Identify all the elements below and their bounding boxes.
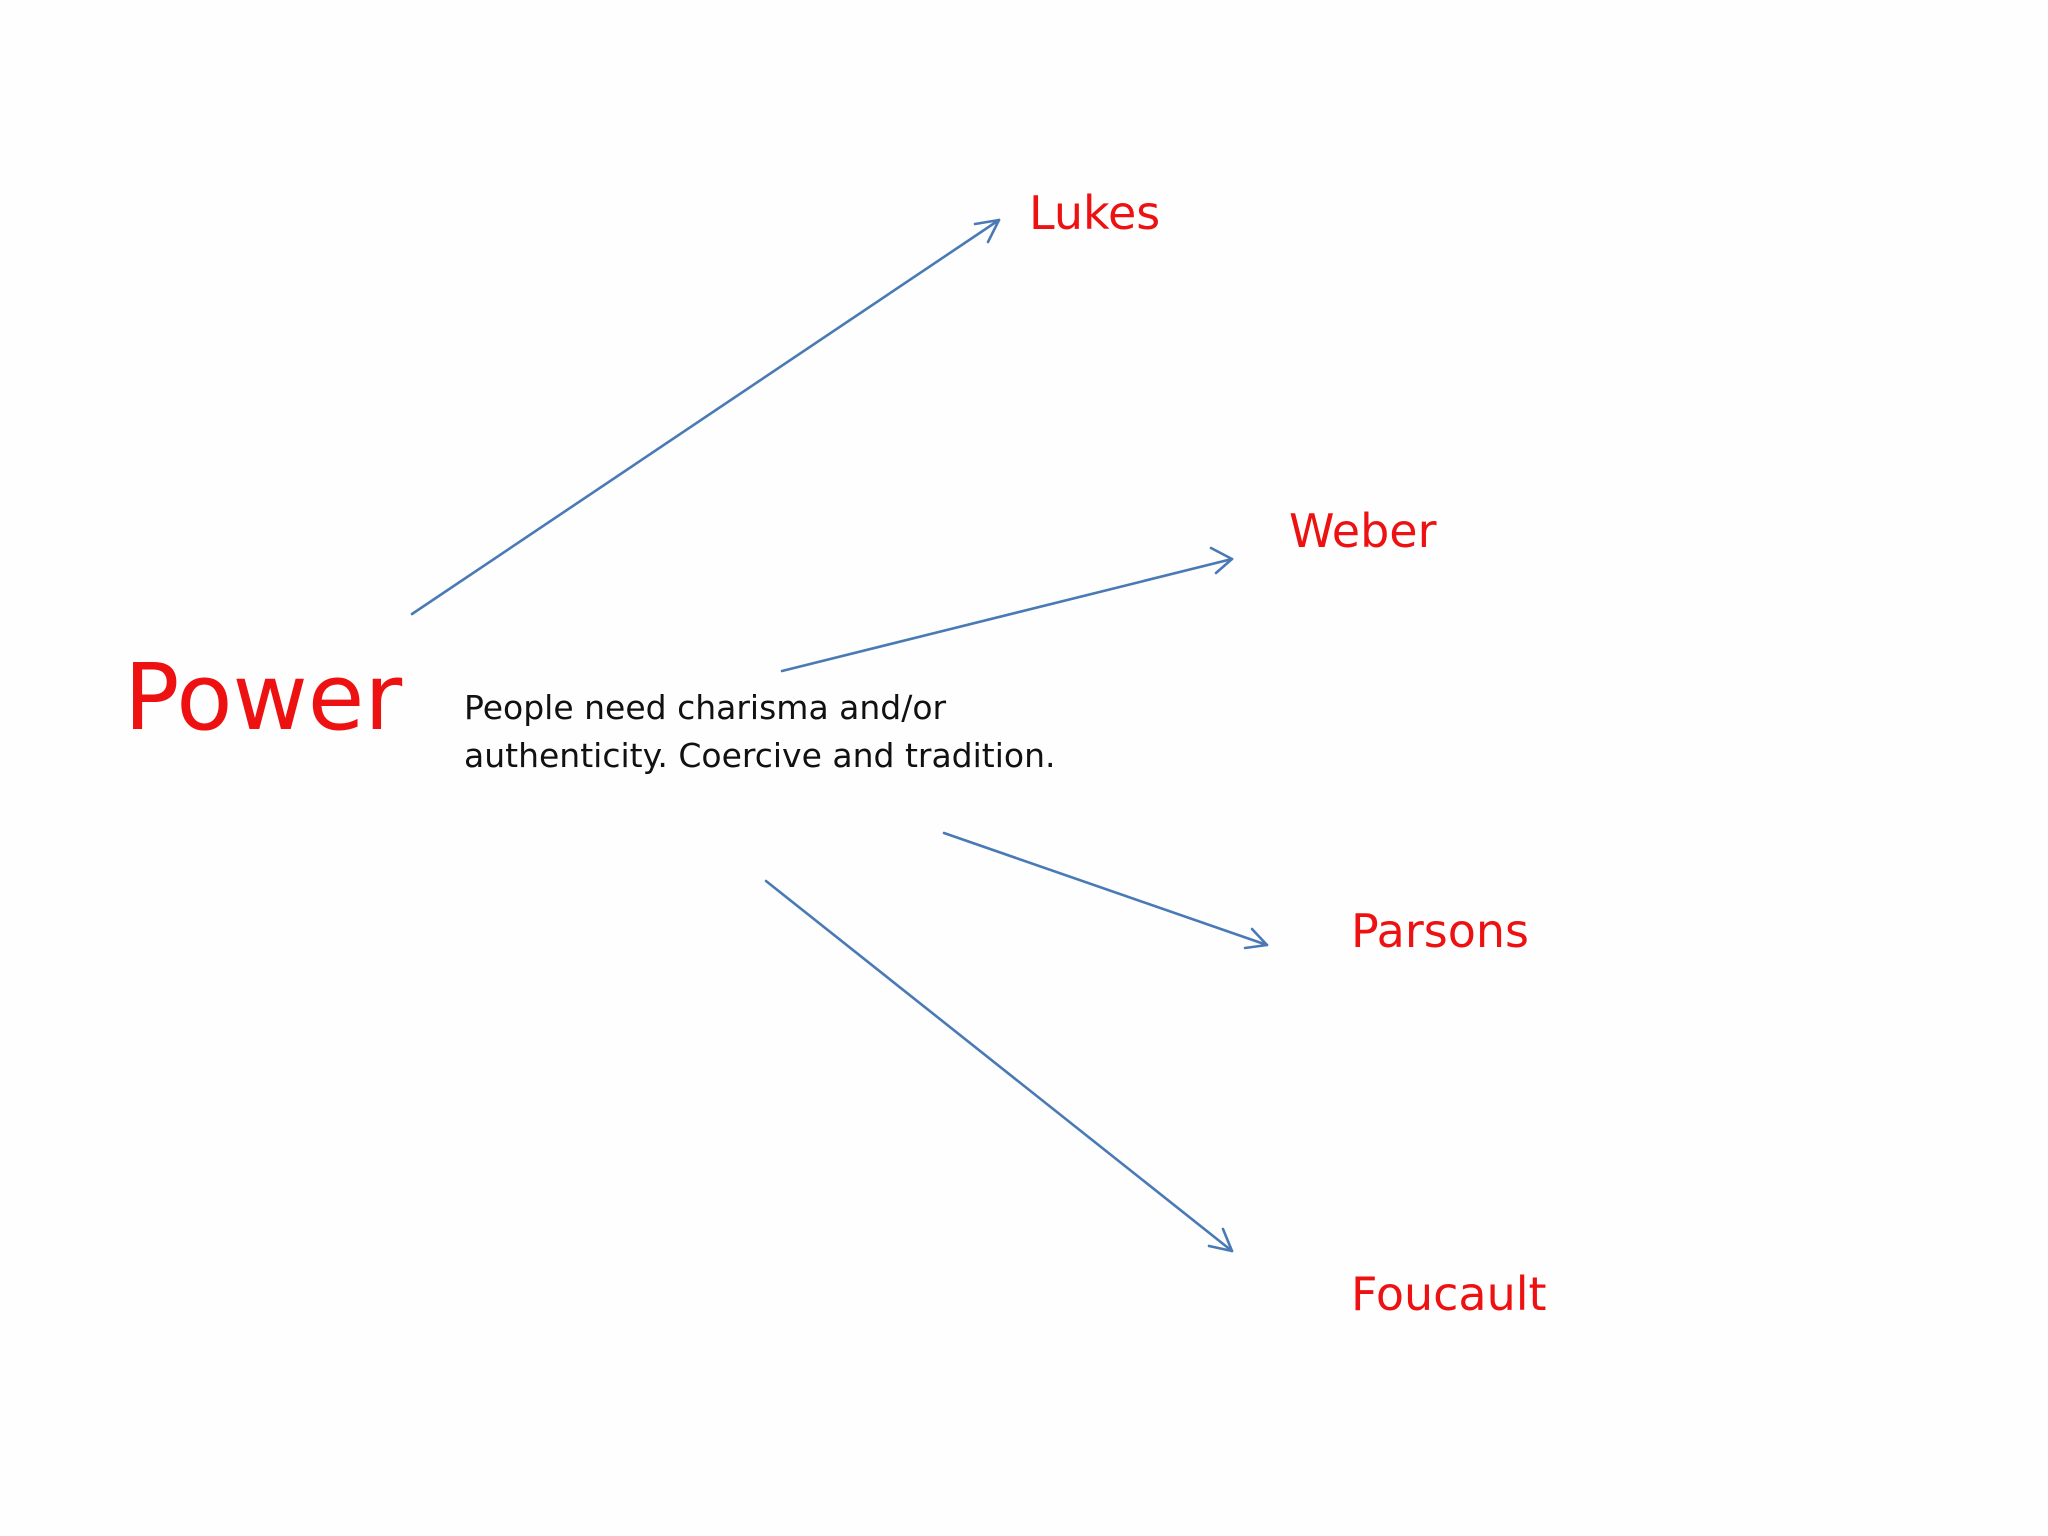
central-concept-label: Power	[124, 644, 403, 751]
theorist-parsons: Parsons	[1351, 904, 1530, 958]
theorist-foucault: Foucault	[1351, 1267, 1547, 1321]
note-line-2: authenticity. Coercive and tradition.	[464, 736, 1056, 775]
theorist-weber: Weber	[1289, 504, 1437, 558]
arrow-to-foucault	[764, 879, 1234, 1253]
arrow-to-weber	[780, 546, 1234, 673]
arrow-to-parsons	[942, 831, 1269, 950]
arrow-to-lukes	[410, 218, 1001, 616]
note-line-1: People need charisma and/or	[464, 688, 947, 727]
note-text: People need charisma and/or authenticity…	[464, 684, 1104, 780]
theorist-lukes: Lukes	[1029, 186, 1161, 240]
